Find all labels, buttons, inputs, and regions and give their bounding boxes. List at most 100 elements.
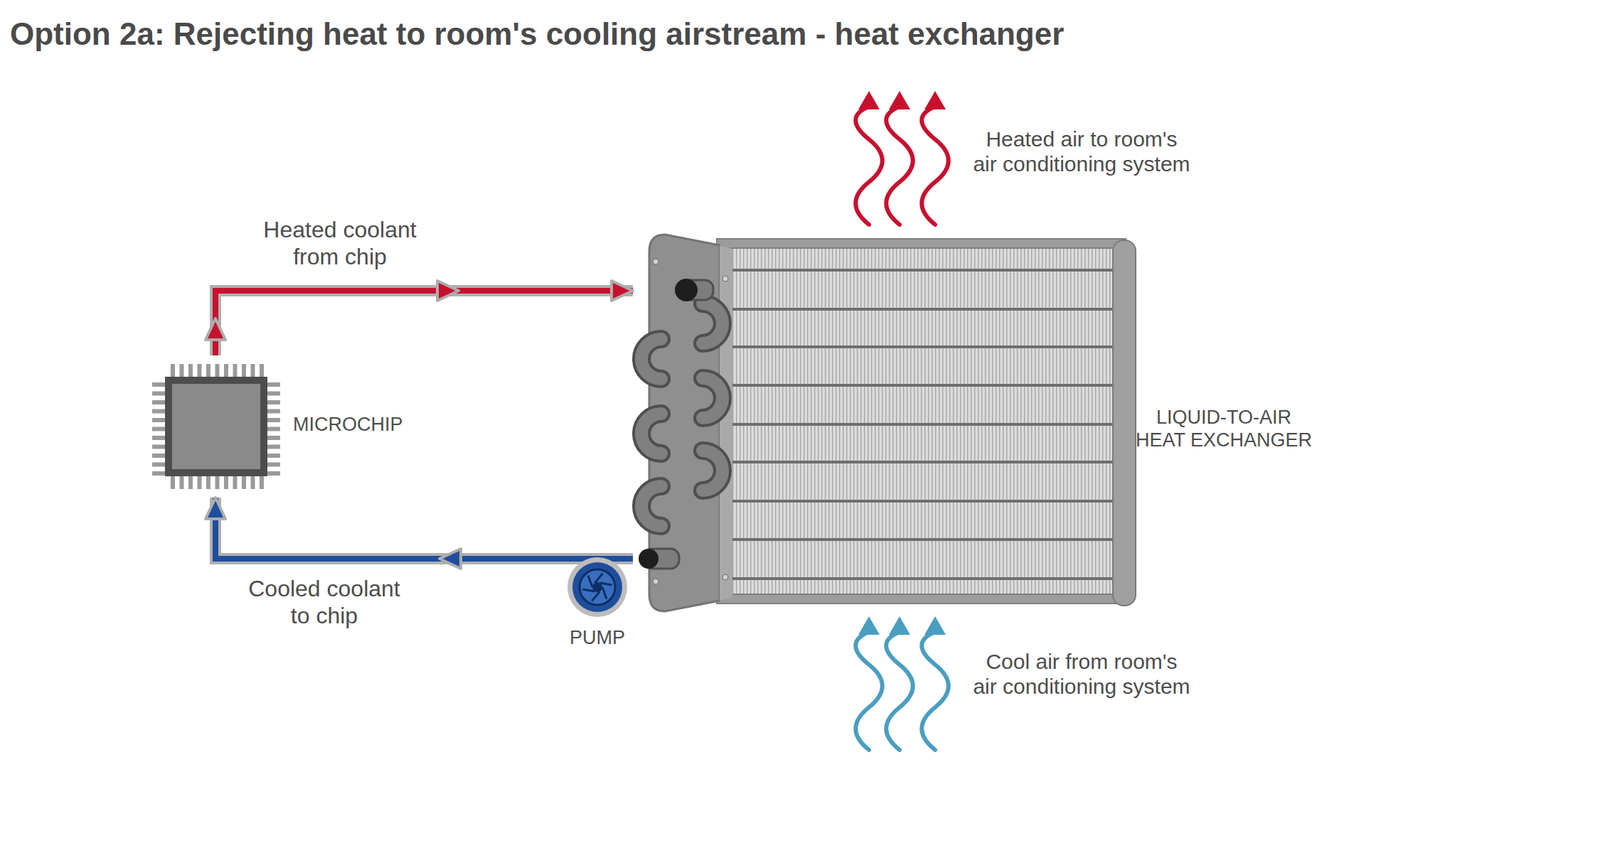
- chip-pin: [206, 364, 211, 377]
- air-arrowhead: [924, 616, 946, 636]
- air-wave: [921, 632, 949, 751]
- pump-hub: [592, 582, 603, 593]
- pipe-core: [215, 290, 633, 356]
- tube-line: [725, 384, 1123, 387]
- rivet: [722, 275, 729, 282]
- chip-pin: [152, 409, 165, 414]
- tube-line: [725, 307, 1123, 311]
- pump-drawing: [561, 553, 633, 625]
- chip-die: [172, 384, 261, 470]
- chip-pin: [267, 418, 281, 423]
- chip-pin: [152, 462, 165, 468]
- tube-line: [725, 499, 1123, 503]
- chip-pin: [233, 364, 238, 377]
- chip-pin: [152, 427, 165, 432]
- impeller-blade: [600, 583, 613, 586]
- chip-pin: [170, 364, 175, 377]
- chip-pin: [251, 476, 256, 490]
- chip-pin: [224, 476, 229, 490]
- pump-impeller: [579, 569, 616, 606]
- microchip: MICROCHIP: [142, 355, 399, 498]
- arrowhead: [205, 318, 226, 340]
- pipe-label: Cooled coolant to chip: [238, 576, 410, 631]
- chip-pin: [152, 435, 165, 441]
- air-arrowhead: [888, 616, 911, 636]
- air-wave: [886, 632, 914, 751]
- coolant-pipe: [205, 497, 633, 569]
- u-bend: [641, 413, 662, 454]
- air-wave: [886, 106, 914, 225]
- chip-pin: [267, 453, 281, 458]
- chip-pin: [267, 445, 281, 450]
- impeller-blade: [591, 591, 600, 601]
- air-wave: [921, 106, 949, 225]
- arrowhead: [205, 497, 226, 520]
- pump-housing: [572, 562, 623, 613]
- chip-pin: [152, 418, 165, 423]
- chip-pin: [267, 391, 281, 397]
- pipe-label: Heated coolant from chip: [254, 216, 426, 271]
- tube-line: [725, 423, 1123, 426]
- u-bend: [641, 339, 662, 380]
- node-label: PUMP: [547, 627, 648, 650]
- rivet: [652, 578, 659, 585]
- tube-line: [725, 538, 1123, 542]
- u-bend: [641, 413, 662, 454]
- tube-line: [725, 268, 1123, 272]
- u-bend: [702, 378, 723, 419]
- chip-pin: [179, 364, 185, 377]
- u-bend: [641, 486, 662, 527]
- air-arrowhead: [924, 91, 946, 110]
- chip-pin: [215, 476, 220, 490]
- end-cap: [1112, 240, 1136, 606]
- chip-pin: [188, 476, 193, 490]
- u-bend: [702, 303, 723, 344]
- u-bend: [641, 486, 662, 527]
- chip-pin: [267, 400, 281, 405]
- rivet: [652, 258, 659, 265]
- coolant-pipe: [205, 280, 633, 356]
- top-rail: [716, 238, 1126, 249]
- chip-pin: [251, 364, 256, 377]
- bottom-rail: [716, 594, 1126, 604]
- pump: PUMP: [561, 553, 633, 653]
- chip-pin: [259, 476, 264, 490]
- air-arrowhead: [858, 91, 880, 110]
- chip-pin: [206, 476, 211, 490]
- outlet-fitting: [638, 548, 659, 569]
- chip-pin: [267, 427, 281, 432]
- pipe-core: [215, 497, 633, 559]
- arrowhead: [611, 280, 633, 301]
- chip-pin: [267, 435, 281, 441]
- rivet: [722, 574, 729, 581]
- tube-line: [725, 460, 1123, 464]
- chip-pin: [267, 471, 281, 476]
- chip-pin: [152, 400, 165, 405]
- pipe-outline: [215, 497, 633, 559]
- impeller-blade: [582, 589, 595, 592]
- chip-pin: [188, 364, 193, 377]
- impeller-blade: [602, 587, 607, 599]
- pump-rim: [567, 557, 628, 618]
- chip-pin: [197, 476, 202, 490]
- chip-pin: [233, 476, 238, 490]
- chip-pin: [179, 476, 185, 490]
- cool-air-heads: [858, 616, 946, 636]
- heated-air-waves: [855, 106, 949, 225]
- chip-pin: [152, 445, 165, 450]
- pipe-outline: [215, 290, 633, 356]
- air-arrowhead: [858, 616, 880, 636]
- u-bend: [702, 450, 723, 491]
- flow-label: Cool air from room's air conditioning sy…: [972, 649, 1192, 700]
- arrowhead: [439, 548, 461, 569]
- impeller-blade: [595, 573, 604, 583]
- tube-line: [725, 345, 1123, 349]
- chip-pin: [215, 364, 220, 377]
- u-bend: [641, 339, 662, 380]
- impeller-blade: [588, 576, 593, 588]
- inlet-fitting: [674, 278, 698, 302]
- air-wave: [855, 632, 883, 751]
- chip-pin: [267, 409, 281, 414]
- fin-block: [716, 245, 1123, 599]
- chip-pin: [152, 382, 165, 387]
